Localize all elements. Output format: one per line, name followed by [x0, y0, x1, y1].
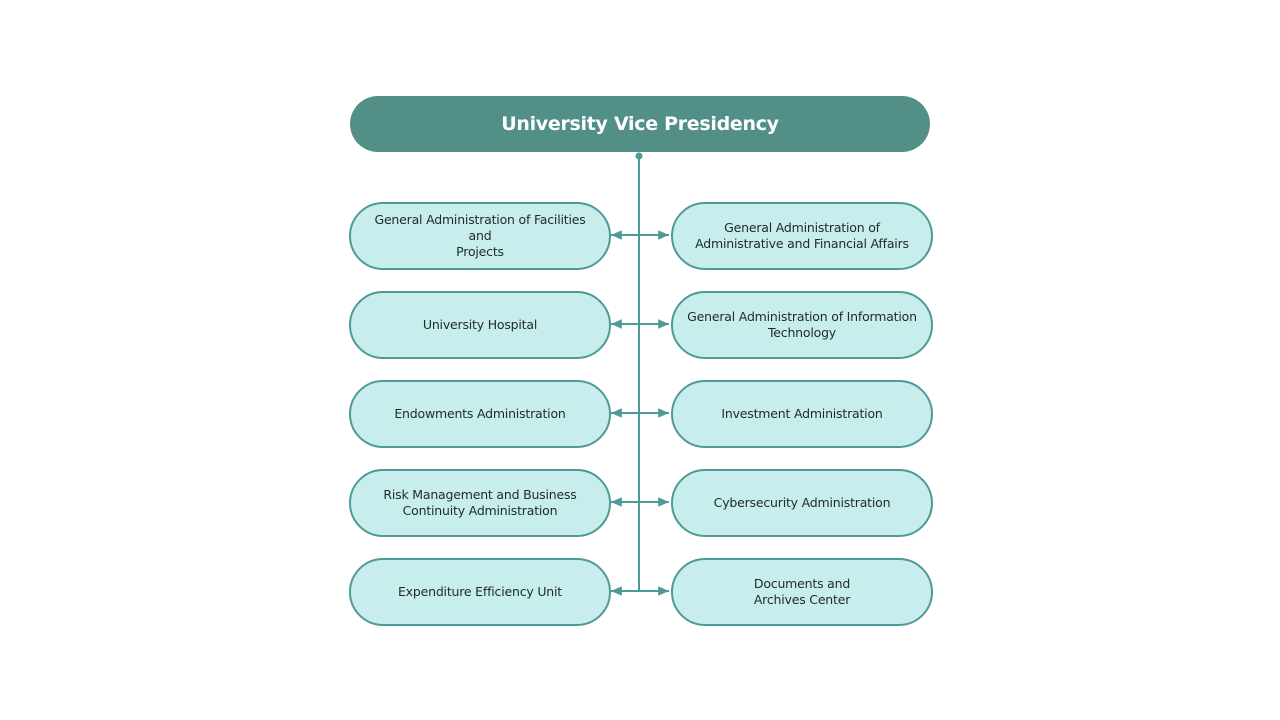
- node-label: University Hospital: [422, 317, 538, 332]
- node-cybersecurity-administration[interactable]: Cybersecurity Administration: [671, 469, 933, 537]
- node-label: General Administration of Administrative…: [695, 220, 909, 251]
- node-risk-management[interactable]: Risk Management and Business Continuity …: [349, 469, 611, 537]
- trunk-start-dot: [635, 152, 643, 160]
- root-node[interactable]: University Vice Presidency: [350, 96, 930, 152]
- node-label: Expenditure Efficiency Unit: [397, 584, 563, 599]
- node-expenditure-efficiency-unit[interactable]: Expenditure Efficiency Unit: [349, 558, 611, 626]
- node-label: Cybersecurity Administration: [713, 495, 891, 510]
- node-investment-administration[interactable]: Investment Administration: [671, 380, 933, 448]
- branch-connectors: [611, 230, 669, 596]
- node-label: Documents and Archives Center: [753, 576, 851, 607]
- node-documents-and-archives-center[interactable]: Documents and Archives Center: [671, 558, 933, 626]
- node-label: Investment Administration: [721, 406, 883, 421]
- node-label: Endowments Administration: [394, 406, 566, 421]
- node-facilities-and-projects[interactable]: General Administration of Facilities and…: [349, 202, 611, 270]
- node-information-technology[interactable]: General Administration of Information Te…: [671, 291, 933, 359]
- node-university-hospital[interactable]: University Hospital: [349, 291, 611, 359]
- node-administrative-and-financial-affairs[interactable]: General Administration of Administrative…: [671, 202, 933, 270]
- root-node-label: University Vice Presidency: [501, 113, 779, 135]
- node-label: Risk Management and Business Continuity …: [383, 487, 577, 518]
- node-label: General Administration of Facilities and…: [374, 212, 586, 259]
- node-label: General Administration of Information Te…: [687, 309, 917, 340]
- node-endowments-administration[interactable]: Endowments Administration: [349, 380, 611, 448]
